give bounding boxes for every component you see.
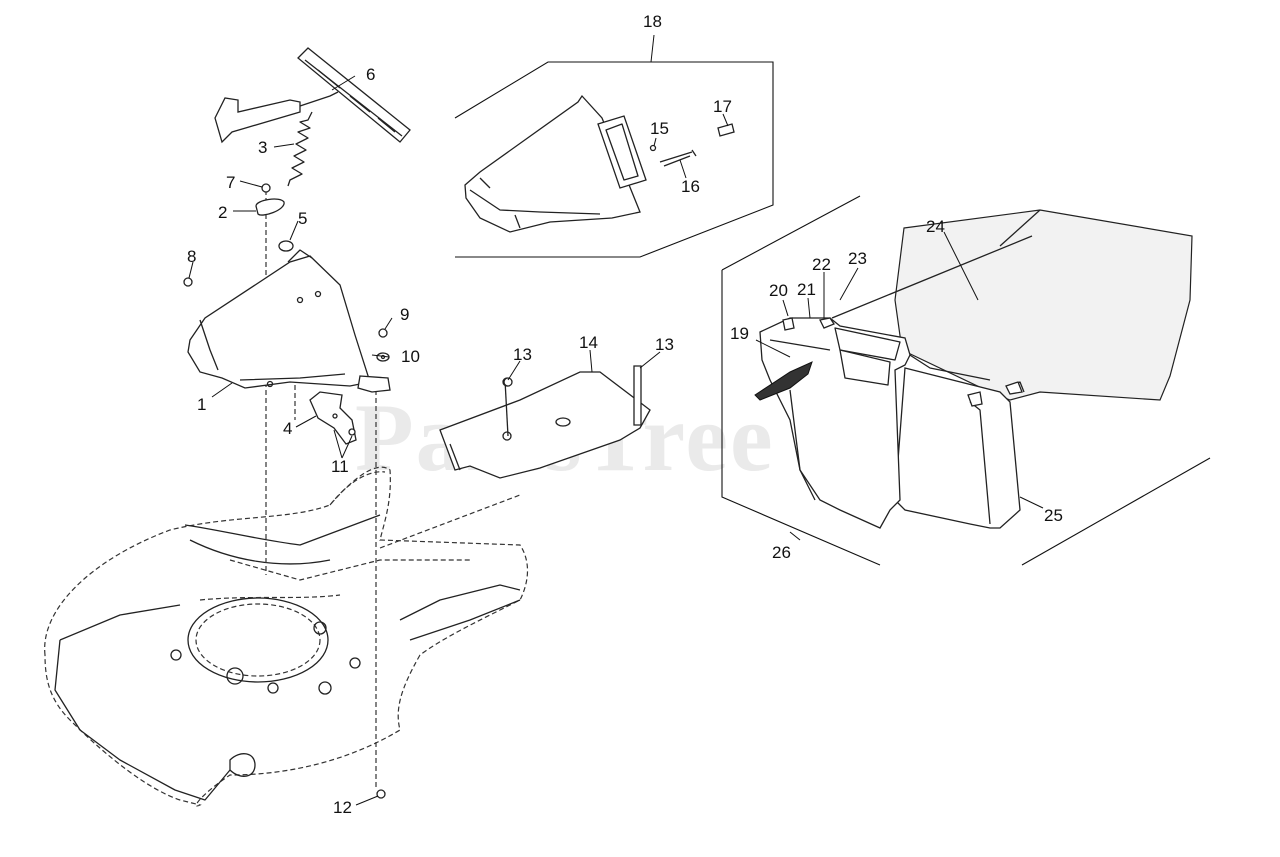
callout-21: 21 bbox=[797, 280, 816, 299]
callout-9: 9 bbox=[400, 305, 409, 324]
handle-lever bbox=[214, 47, 411, 144]
callout-6: 6 bbox=[366, 65, 375, 84]
callout-16: 16 bbox=[681, 177, 700, 196]
callout-3: 3 bbox=[258, 138, 267, 157]
callout-2: 2 bbox=[218, 203, 227, 222]
callout-22: 22 bbox=[812, 255, 831, 274]
handle-clip-20-22 bbox=[782, 317, 835, 331]
nut-9 bbox=[378, 328, 388, 338]
callout-15: 15 bbox=[650, 119, 669, 138]
callout-8: 8 bbox=[187, 247, 196, 266]
mulch-chute bbox=[464, 94, 647, 233]
spring bbox=[287, 111, 313, 187]
hardware-stack bbox=[255, 183, 294, 252]
mulch-plate bbox=[439, 365, 651, 479]
callout-10: 10 bbox=[401, 347, 420, 366]
callout-13-left: 13 bbox=[513, 345, 532, 364]
callout-labels: 1 2 3 4 5 6 7 8 9 10 11 12 13 13 14 15 1… bbox=[187, 12, 1063, 817]
rod-23 bbox=[831, 235, 1033, 319]
callout-26: 26 bbox=[772, 543, 791, 562]
leader-lines bbox=[188, 34, 1044, 806]
clip-25 bbox=[967, 381, 1023, 407]
callout-1: 1 bbox=[197, 395, 206, 414]
bolt-8 bbox=[183, 277, 193, 287]
callout-4: 4 bbox=[283, 419, 292, 438]
callout-24: 24 bbox=[926, 217, 945, 236]
callout-23: 23 bbox=[848, 249, 867, 268]
bracket bbox=[309, 391, 357, 445]
mower-deck bbox=[44, 466, 529, 807]
kit-26-frame bbox=[721, 195, 1211, 566]
nut-12 bbox=[376, 789, 386, 799]
grass-bag bbox=[894, 209, 1193, 529]
pin-16 bbox=[659, 149, 697, 167]
callout-12: 12 bbox=[333, 798, 352, 817]
rear-door bbox=[187, 249, 391, 393]
callout-25: 25 bbox=[1044, 506, 1063, 525]
pin-15 bbox=[649, 144, 657, 152]
callout-11: 11 bbox=[331, 457, 349, 476]
callout-7: 7 bbox=[226, 173, 235, 192]
callout-14: 14 bbox=[579, 333, 598, 352]
callout-20: 20 bbox=[769, 281, 788, 300]
clip-17 bbox=[717, 123, 735, 137]
kit-18-frame bbox=[454, 61, 774, 258]
callout-17: 17 bbox=[713, 97, 732, 116]
callout-5: 5 bbox=[298, 209, 307, 228]
nut-13-left bbox=[503, 377, 513, 387]
bag-frame bbox=[754, 317, 911, 529]
callout-18: 18 bbox=[643, 12, 662, 31]
callout-19: 19 bbox=[730, 324, 749, 343]
callout-13-right: 13 bbox=[655, 335, 674, 354]
